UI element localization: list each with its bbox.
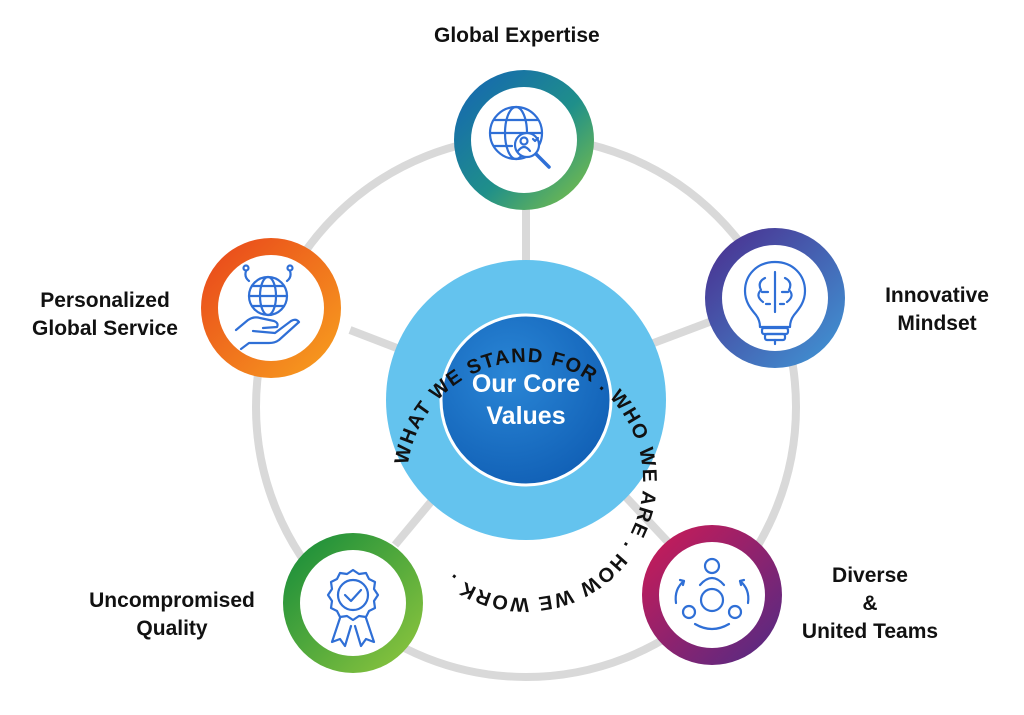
value-node-global-expertise: [454, 70, 594, 210]
value-node-innovative-mindset: [705, 228, 845, 368]
value-node-personalized-global-service: [201, 238, 341, 378]
team-circle-icon: [674, 557, 750, 631]
hand-globe-icon: [234, 264, 301, 351]
label-innovative-mindset: Innovative Mindset: [885, 284, 989, 335]
label-personalized-global-service: Personalized Global Service: [32, 289, 178, 340]
label-uncompromised-quality: Uncompromised Quality: [89, 589, 255, 640]
center-hub: WHAT WE STAND FOR . WHO WE ARE . HOW WE …: [386, 260, 666, 615]
center-inner-circle: [439, 313, 613, 487]
center-title-line-1: Our Core: [471, 370, 581, 398]
brain-lightbulb-icon: [743, 260, 807, 346]
value-node-uncompromised-quality: [283, 533, 423, 673]
label-global-expertise: Global Expertise: [434, 24, 600, 47]
quality-badge-icon: [326, 568, 380, 648]
label-diverse-united-teams: Diverse & United Teams: [801, 564, 939, 643]
value-node-diverse-united-teams: [642, 525, 782, 665]
center-title-line-2: Values: [486, 402, 566, 430]
center-title: Our Core Values: [446, 368, 606, 432]
globe-search-icon: [488, 105, 551, 169]
